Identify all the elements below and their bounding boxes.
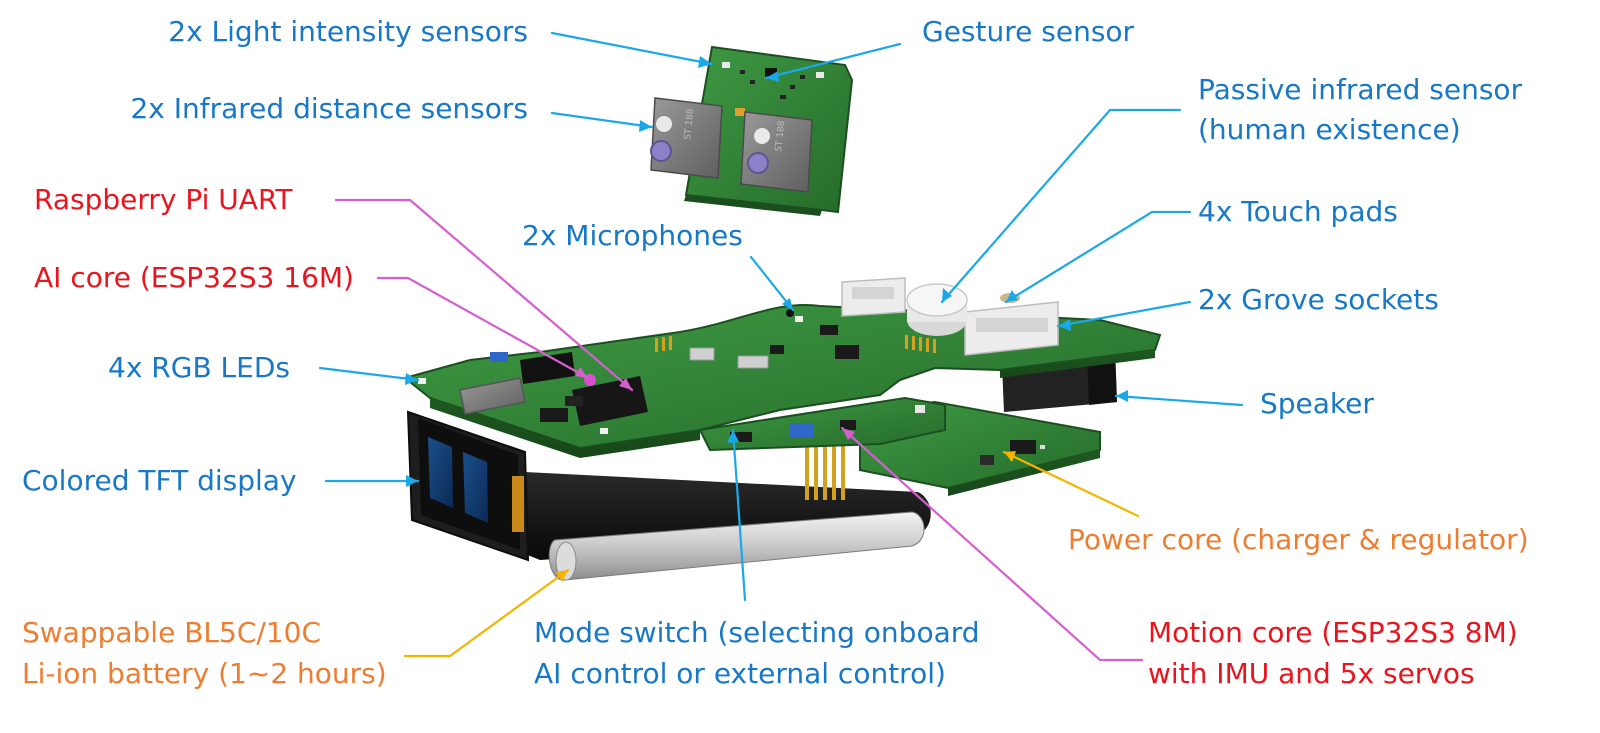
leader-grove <box>1056 300 1192 328</box>
leader-power-core <box>1002 450 1140 518</box>
main-board <box>402 277 1162 458</box>
arrowhead <box>639 120 652 132</box>
ir-distance-sensor-right: ST 188 <box>740 111 813 193</box>
eye-screen-left <box>428 437 453 508</box>
leader-light-sensors <box>550 31 714 66</box>
label-motion-core-line2: with IMU and 5x servos <box>1148 657 1475 690</box>
rgb-led <box>795 316 803 322</box>
leader-raspberry-uart <box>334 198 634 392</box>
arrowhead <box>766 71 779 82</box>
label-grove-sockets: 2x Grove sockets <box>1198 283 1439 316</box>
pir-sensor <box>906 283 968 336</box>
label-power-core: Power core (charger & regulator) <box>1068 523 1529 556</box>
label-light-sensors: 2x Light intensity sensors <box>168 15 528 48</box>
label-tft-display: Colored TFT display <box>22 464 297 497</box>
uart-header <box>520 352 575 384</box>
arrowhead <box>1116 390 1128 402</box>
label-motion-core-line1: Motion core (ESP32S3 8M) <box>1148 616 1518 649</box>
arrowhead <box>575 367 588 378</box>
ir-sensor-mark: ST 188 <box>774 120 787 152</box>
gesture-sensor-chip <box>765 68 777 78</box>
tft-display <box>406 410 530 562</box>
label-ir-distance-sensors: 2x Infrared distance sensors <box>130 92 528 125</box>
battery <box>520 472 931 581</box>
eye-screen-right <box>463 452 488 523</box>
label-battery-line2: Li-ion battery (1~2 hours) <box>22 657 387 690</box>
arrowhead <box>782 298 793 310</box>
leader-touch-pads <box>1004 210 1192 304</box>
label-microphones: 2x Microphones <box>522 219 743 252</box>
leader-pir <box>940 108 1182 304</box>
sensor-board: ST 188 ST 188 <box>650 45 854 216</box>
arrowhead <box>942 288 952 302</box>
leader-ai-core <box>376 276 590 380</box>
ir-distance-sensor-left: ST 188 <box>650 97 723 179</box>
leader-mode-switch <box>731 428 747 602</box>
label-mode-switch-line2: AI control or external control) <box>534 657 946 690</box>
usb-c-port <box>459 377 526 415</box>
servo-headers <box>805 440 845 500</box>
leader-speaker <box>1114 394 1244 407</box>
ir-sensor-mark: ST 188 <box>683 108 696 140</box>
grove-socket <box>964 301 1059 356</box>
arrowhead <box>698 56 712 68</box>
label-mode-switch-line1: Mode switch (selecting onboard <box>534 616 980 649</box>
arrowhead <box>405 373 418 385</box>
label-pir-sensor-line2: (human existence) <box>1198 113 1461 146</box>
label-battery-line1: Swappable BL5C/10C <box>22 616 322 649</box>
leader-ir-distance <box>550 111 654 129</box>
microphone <box>786 309 794 317</box>
arrowhead <box>727 430 739 443</box>
arrowhead <box>1006 290 1018 302</box>
motion-core-board <box>698 396 946 452</box>
mode-switch <box>730 432 752 442</box>
label-speaker: Speaker <box>1260 387 1374 420</box>
label-raspberry-pi-uart: Raspberry Pi UART <box>34 183 293 216</box>
leader-motion-core <box>840 426 1144 662</box>
arrowhead <box>556 570 568 582</box>
rgb-led <box>418 378 426 384</box>
light-sensor-chip <box>722 62 730 68</box>
grove-socket <box>841 277 906 317</box>
label-rgb-leds: 4x RGB LEDs <box>108 351 290 384</box>
arrowhead <box>842 428 855 440</box>
arrowhead <box>1058 319 1071 331</box>
leader-battery <box>403 568 570 658</box>
arrowhead <box>406 475 418 487</box>
leader-gesture <box>764 42 902 80</box>
rgb-led <box>600 428 608 434</box>
light-sensor-chip <box>816 72 824 78</box>
label-ai-core: AI core (ESP32S3 16M) <box>34 261 354 294</box>
arrowhead <box>1004 451 1016 462</box>
label-touch-pads: 4x Touch pads <box>1198 195 1398 228</box>
pin-header-strip <box>655 335 936 353</box>
label-pir-sensor-line1: Passive infrared sensor <box>1198 73 1523 106</box>
leader-rgb-leds <box>318 366 420 382</box>
arrowhead <box>619 378 632 390</box>
label-gesture-sensor: Gesture sensor <box>922 15 1135 48</box>
